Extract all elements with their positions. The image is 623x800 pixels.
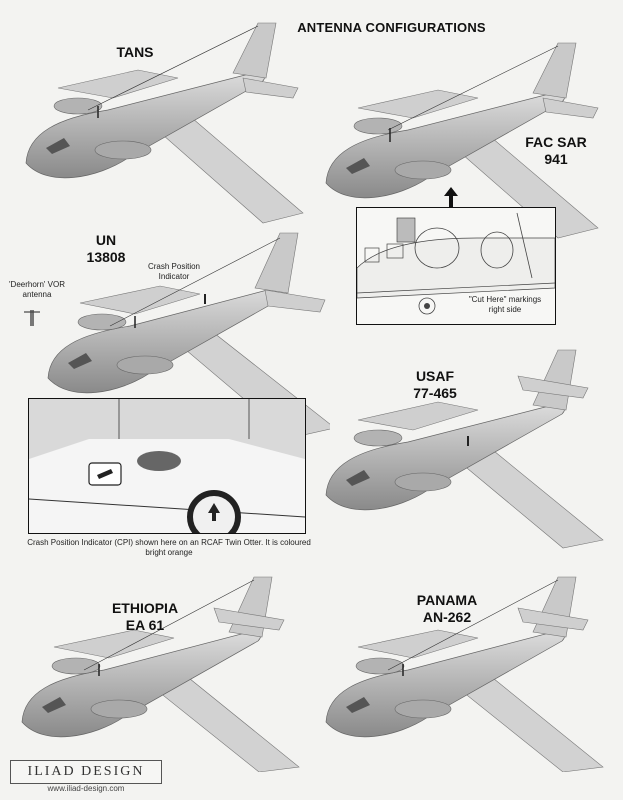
- plane-tans: [25, 22, 304, 224]
- website-url: www.iliad-design.com: [47, 784, 125, 793]
- page-title: ANTENNA CONFIGURATIONS: [297, 20, 486, 35]
- inset-note: "Cut Here" markings right side: [468, 295, 542, 314]
- label-panama: PANAMA AN-262: [416, 592, 478, 625]
- deerhorn-antenna-icon: [24, 310, 40, 326]
- inset-drawing: [357, 212, 555, 315]
- plane-usaf: [325, 349, 604, 549]
- arrow-up-icon: [444, 187, 458, 207]
- iliad-design-logo: ILIAD DESIGN: [10, 760, 162, 784]
- cpi-photo-drawing: [29, 399, 305, 533]
- cpi-photo: [28, 398, 306, 534]
- label-tans: TANS: [116, 44, 154, 60]
- label-usaf: USAF 77-465: [413, 368, 457, 401]
- label-fac-sar: FAC SAR 941: [525, 134, 587, 167]
- photo-caption: Crash Position Indicator (CPI) shown her…: [27, 538, 311, 557]
- callout-cpi: Crash Position Indicator: [147, 262, 201, 281]
- plane-fac-sar: [325, 42, 599, 239]
- inset-cut-here-detail: [356, 207, 556, 325]
- callout-deerhorn: 'Deerhorn' VOR antenna: [9, 280, 65, 299]
- label-ethiopia: ETHIOPIA EA 61: [111, 600, 179, 633]
- plane-ethiopia: [21, 576, 300, 772]
- label-un: UN 13808: [86, 232, 126, 265]
- plane-panama: [325, 576, 604, 772]
